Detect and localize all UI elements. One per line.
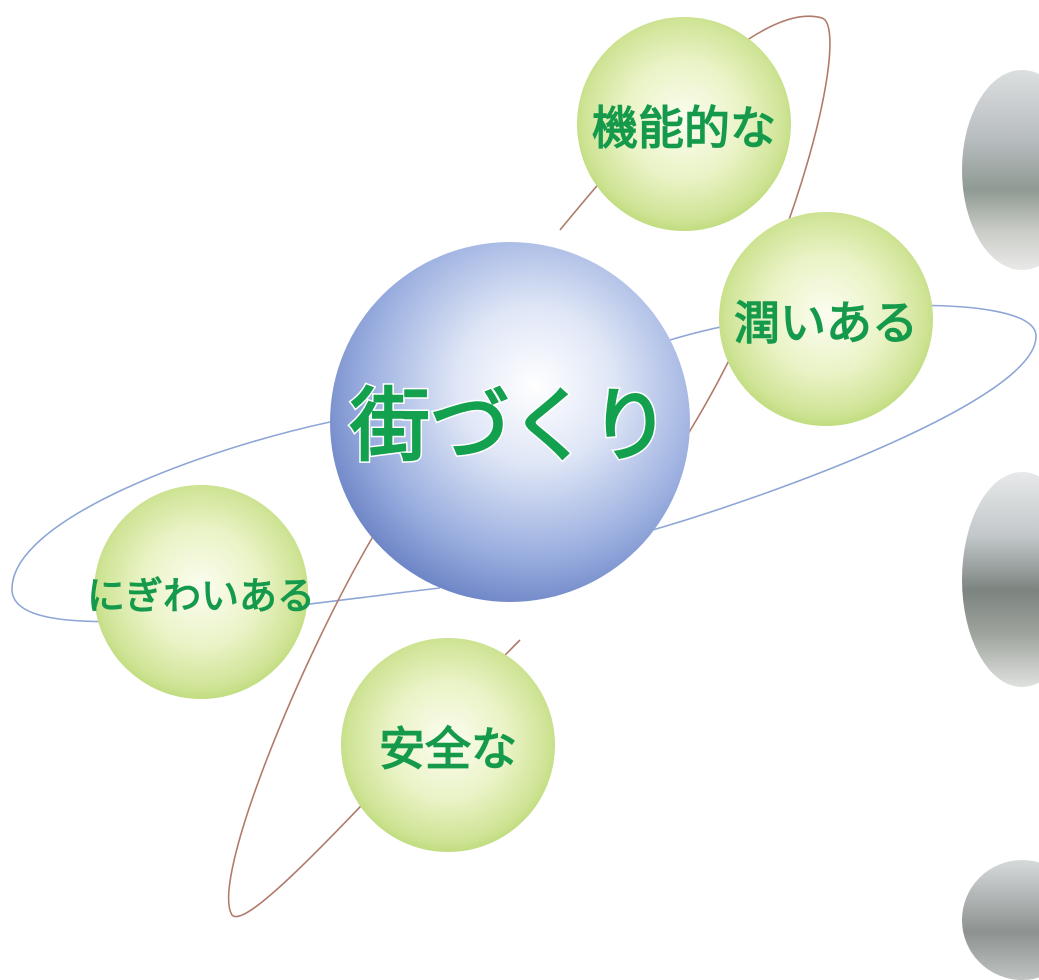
satellite-node-nigiwai: にぎわいある [87, 485, 315, 699]
satellite-sphere [94, 485, 308, 699]
satellite-node-uruoi: 潤いある [719, 212, 933, 426]
satellite-node-anzen: 安全な [341, 638, 555, 852]
satellite-sphere [577, 17, 791, 231]
satellite-node-kinouteki: 機能的な [577, 17, 791, 231]
satellite-label: にぎわいある [87, 574, 315, 618]
satellite-label: 機能的な [592, 101, 776, 155]
satellite-sphere [341, 638, 555, 852]
center-sphere [330, 242, 690, 602]
satellite-sphere [719, 212, 933, 426]
satellite-label: 潤いある [734, 296, 918, 350]
diagram-canvas: 街づくり 機能的な 潤いある にぎわいある 安全な [11, 15, 1039, 980]
satellite-label: 安全な [379, 722, 517, 776]
center-label: 街づくり [349, 380, 670, 473]
orbit-diagram: 街づくり 機能的な 潤いある にぎわいある 安全な [11, 15, 1037, 918]
center-node: 街づくり [330, 242, 690, 602]
